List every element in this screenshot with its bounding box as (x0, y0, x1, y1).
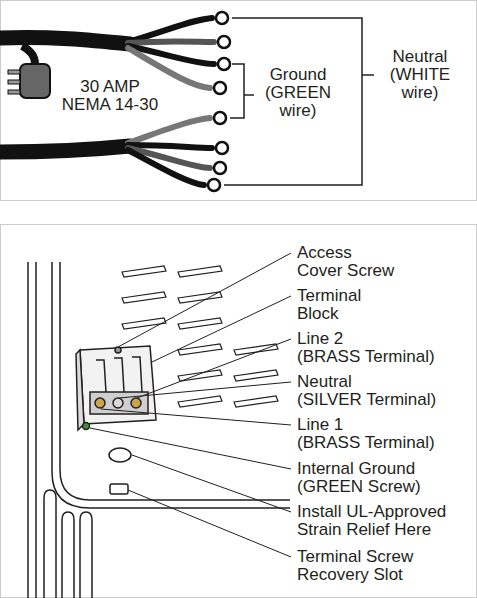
vent-slot (122, 266, 166, 277)
part-label: Neutral (SILVER Terminal) (297, 373, 436, 409)
part-label: Internal Ground (GREEN Screw) (297, 460, 421, 496)
ring-terminal (208, 12, 230, 191)
vent-slot (234, 344, 278, 355)
strain-relief-hole (109, 448, 131, 462)
part-label: Line 1 (BRASS Terminal) (297, 416, 435, 452)
wire-label: Neutral (WHITE wire) (390, 48, 450, 102)
plug (8, 46, 50, 98)
vent-slot (178, 344, 222, 355)
part-label: Line 2 (BRASS Terminal) (297, 330, 435, 366)
panel-frame (1, 225, 477, 598)
vent-slot (234, 370, 278, 381)
part-label: Terminal Screw Recovery Slot (297, 548, 413, 584)
panel-frame (1, 1, 477, 201)
vent-slot (178, 266, 222, 277)
vent-slot (178, 396, 222, 407)
power-cord (0, 18, 214, 185)
range-back (28, 262, 290, 598)
part-label: Terminal Block (297, 287, 361, 323)
recovery-slot (110, 484, 128, 494)
vent-slot (122, 318, 166, 329)
wire-label: Ground (GREEN wire) (265, 66, 331, 120)
terminal-block (76, 346, 156, 430)
bracket (224, 18, 374, 185)
part-label: Access Cover Screw (297, 244, 394, 280)
part-label: Install UL-Approved Strain Relief Here (297, 503, 446, 539)
vent-slot (122, 292, 166, 303)
vent-slot (234, 396, 278, 407)
leader-line (90, 253, 291, 557)
vent-slot (178, 318, 222, 329)
wire-label: 30 AMP NEMA 14-30 (62, 78, 158, 114)
